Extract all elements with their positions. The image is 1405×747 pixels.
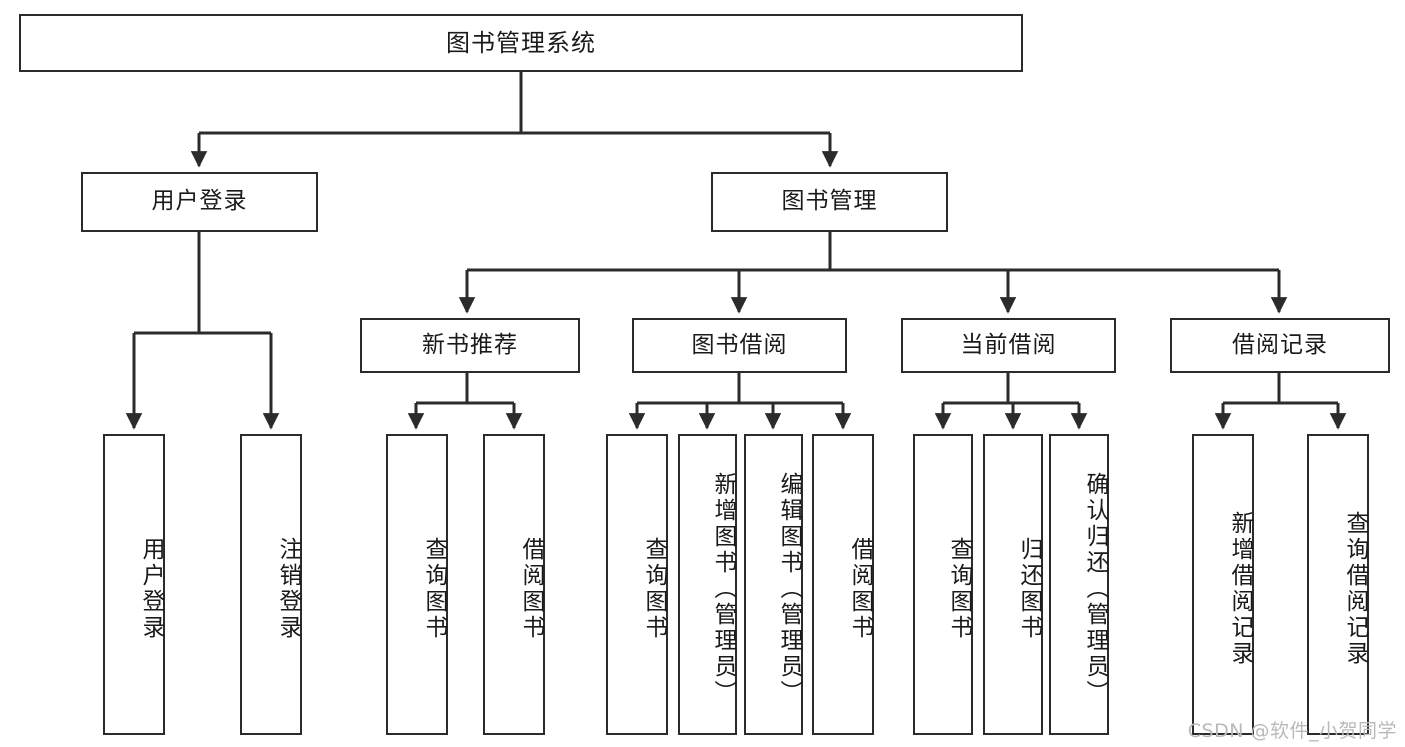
node-leaf-query-book-2[interactable]: 查询图书 — [606, 434, 668, 735]
node-leaf-add-book[interactable]: 新增图书（管理员） — [678, 434, 737, 735]
node-leaf-add-record[interactable]: 新增借阅记录 — [1192, 434, 1254, 735]
node-current-borrow[interactable]: 当前借阅 — [901, 318, 1116, 373]
node-book-borrow[interactable]: 图书借阅 — [632, 318, 847, 373]
node-borrow-record[interactable]: 借阅记录 — [1170, 318, 1390, 373]
node-leaf-query-record[interactable]: 查询借阅记录 — [1307, 434, 1369, 735]
node-leaf-borrow-book-2[interactable]: 借阅图书 — [812, 434, 874, 735]
node-book-manage[interactable]: 图书管理 — [711, 172, 948, 232]
node-leaf-user-login[interactable]: 用户登录 — [103, 434, 165, 735]
node-leaf-return-book[interactable]: 归还图书 — [983, 434, 1043, 735]
node-leaf-query-book-1[interactable]: 查询图书 — [386, 434, 448, 735]
node-leaf-user-logout[interactable]: 注销登录 — [240, 434, 302, 735]
node-user-login[interactable]: 用户登录 — [81, 172, 318, 232]
csdn-watermark: CSDN @软件_小贺同学 — [1187, 720, 1397, 742]
node-leaf-edit-book[interactable]: 编辑图书（管理员） — [744, 434, 803, 735]
node-root[interactable]: 图书管理系统 — [19, 14, 1023, 72]
node-new-book-recommend[interactable]: 新书推荐 — [360, 318, 580, 373]
node-leaf-query-book-3[interactable]: 查询图书 — [913, 434, 973, 735]
node-leaf-borrow-book-1[interactable]: 借阅图书 — [483, 434, 545, 735]
node-leaf-confirm-return[interactable]: 确认归还（管理员） — [1049, 434, 1109, 735]
